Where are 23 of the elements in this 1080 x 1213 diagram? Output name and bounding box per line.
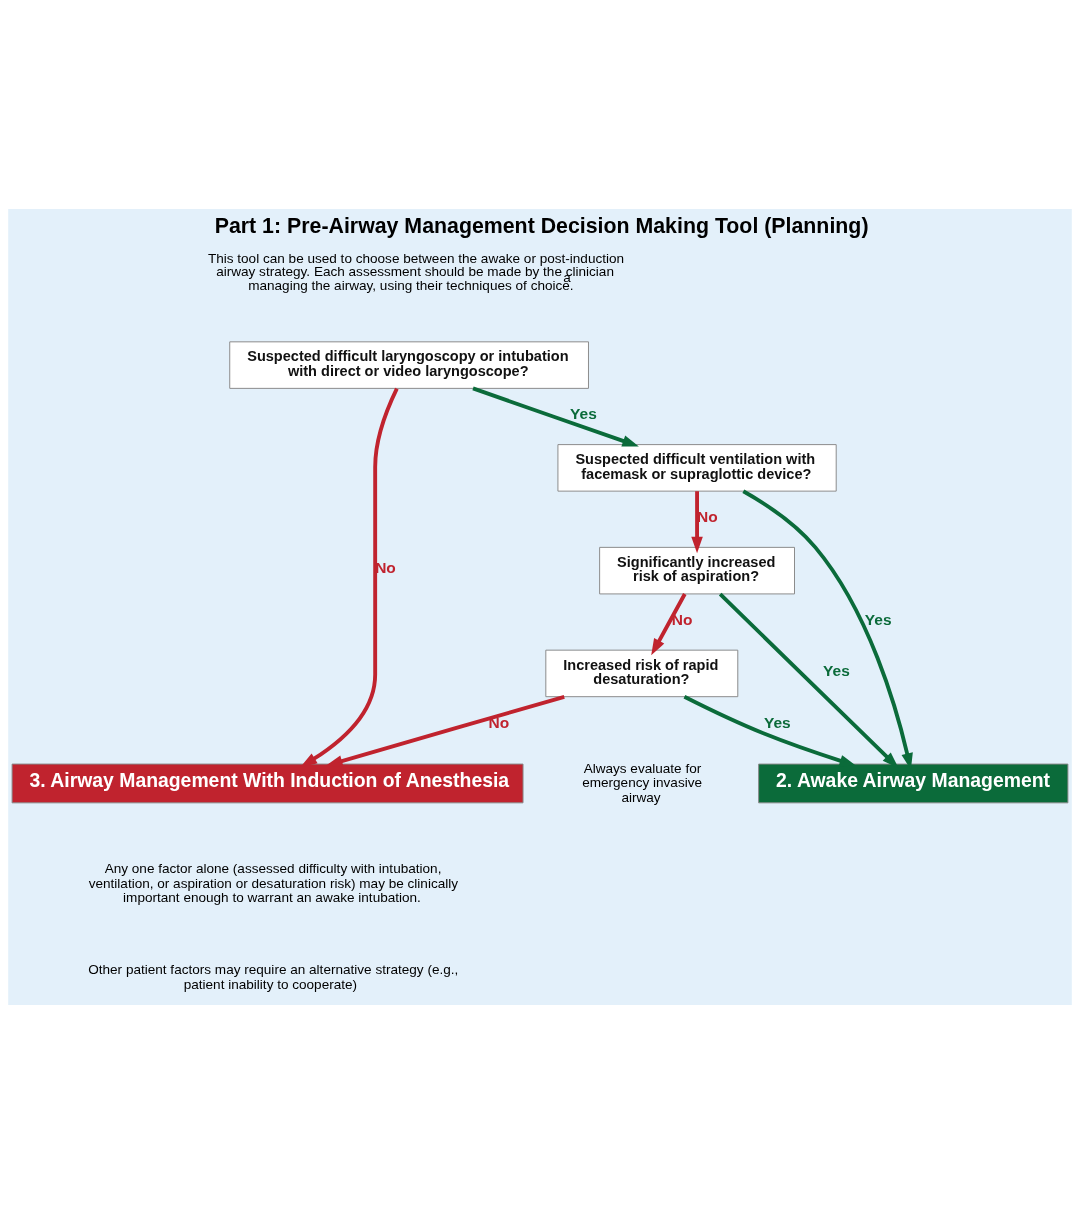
node-box: Significantly increased risk of aspiration? bbox=[599, 546, 795, 594]
node-box: Suspected difficult ventilation with facemask or supraglottic device? bbox=[557, 443, 837, 492]
edge-label: Yes bbox=[570, 404, 597, 422]
node-box: 3. Airway Management With Induction of Anesthesia bbox=[11, 763, 524, 803]
edge-label: No bbox=[671, 610, 693, 628]
node-box: Suspected difficult laryngoscopy or intubation with direct or video laryngoscope? bbox=[229, 340, 589, 389]
label: Any one factor alone (assessed difficulty with intubation, ventilation, or aspiration or desaturation risk) may be clinically important enough to warrant an awake intubation. bbox=[88, 860, 459, 905]
edge-label: Yes bbox=[823, 661, 850, 679]
arrow bbox=[683, 694, 857, 766]
arrow bbox=[691, 490, 703, 553]
arrow bbox=[472, 386, 639, 446]
label: Other patient factors may require an alternative strategy (e.g., patient inability to cooperate) bbox=[88, 961, 459, 992]
node-box: 2. Awake Airway Management bbox=[758, 763, 1069, 803]
label: Always evaluate for emergency invasive airway bbox=[582, 760, 703, 805]
diagram-title: Part 1: Pre-Airway Management Decision Making Tool (Planning) bbox=[214, 213, 869, 238]
edge-label: Yes bbox=[864, 610, 892, 628]
arrow bbox=[325, 694, 565, 767]
arrow bbox=[718, 592, 899, 768]
arrow bbox=[300, 387, 399, 767]
edge-label: No bbox=[488, 713, 510, 731]
node-box: Increased risk of rapid desaturation? bbox=[545, 649, 739, 697]
edge-label: Yes bbox=[763, 713, 791, 731]
arrow bbox=[651, 592, 687, 655]
